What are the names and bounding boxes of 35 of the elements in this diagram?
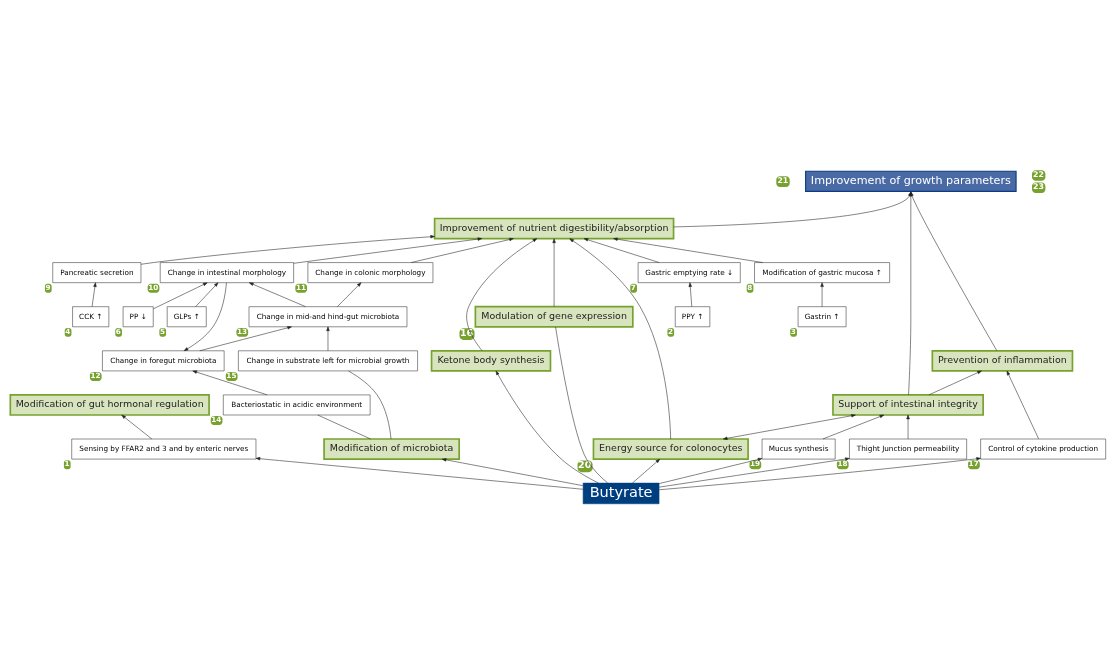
arrow (410, 237, 514, 263)
arrow (569, 238, 671, 440)
node-label: 16 (460, 326, 474, 338)
arrow (613, 237, 764, 263)
node-box: Improvement of growth parameters (805, 170, 1017, 192)
arrow (822, 414, 885, 440)
node-label: 20 (578, 459, 592, 471)
node-box: Ketone body synthesis (430, 349, 552, 372)
arrow (326, 326, 330, 351)
connector (555, 326, 608, 484)
arrow (466, 238, 538, 351)
arrow (293, 237, 483, 264)
arrow (632, 458, 660, 484)
arrow (441, 458, 584, 486)
arrow (255, 457, 584, 490)
arrow (153, 282, 208, 310)
arrow (140, 235, 435, 265)
arrow (121, 414, 153, 440)
arrow (91, 282, 97, 307)
arrow (928, 370, 982, 396)
arrow (723, 414, 856, 440)
arrow (820, 282, 824, 307)
arrow (552, 238, 556, 307)
arrow (183, 282, 227, 351)
node-box: Modification of gut hormonal regulation (9, 394, 210, 416)
node-box: Prevention of inflammation (931, 349, 1074, 372)
arrow (495, 370, 599, 484)
arrow (1006, 370, 1039, 440)
arrow (195, 282, 219, 307)
arrow (688, 282, 693, 307)
arrow (583, 238, 660, 263)
node-box: Butyrate (582, 482, 660, 505)
connector (317, 414, 371, 440)
arrow (906, 414, 910, 440)
arrow (337, 282, 362, 307)
